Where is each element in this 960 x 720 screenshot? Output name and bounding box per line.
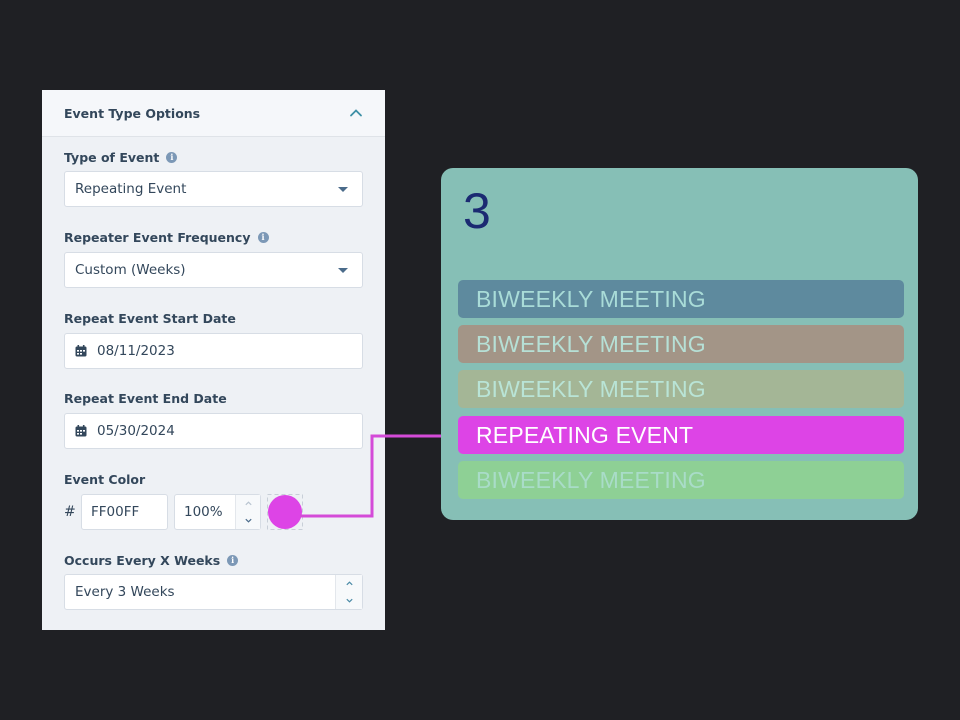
calendar-event[interactable]: BIWEEKLY MEETING xyxy=(458,325,904,363)
day-number: 3 xyxy=(463,183,491,239)
event-color-label: Event Color xyxy=(64,472,146,487)
type-of-event-select[interactable]: Repeating Event xyxy=(64,171,363,207)
weeks-stepper[interactable] xyxy=(335,575,362,609)
end-date-input[interactable]: 05/30/2024 xyxy=(64,413,363,449)
info-icon[interactable]: i xyxy=(227,555,239,566)
caret-down-icon xyxy=(338,267,348,273)
start-date-input[interactable]: 08/11/2023 xyxy=(64,333,363,369)
hash-prefix: # xyxy=(64,504,76,520)
calendar-icon xyxy=(75,425,87,437)
panel-header[interactable]: Event Type Options xyxy=(42,90,385,137)
selected-color-dot[interactable] xyxy=(268,495,302,529)
color-swatch[interactable] xyxy=(267,494,303,530)
calendar-event[interactable]: BIWEEKLY MEETING xyxy=(458,370,904,408)
event-type-options-panel: Event Type Options Type of Event i Repea… xyxy=(42,90,385,630)
opacity-input[interactable]: 100% xyxy=(174,494,261,530)
occurs-every-input[interactable]: Every 3 Weeks xyxy=(64,574,363,610)
calendar-event[interactable]: REPEATING EVENT xyxy=(458,416,904,454)
info-icon[interactable]: i xyxy=(166,152,178,163)
hex-color-input[interactable]: FF00FF xyxy=(81,494,168,530)
info-icon[interactable]: i xyxy=(257,232,269,243)
chevron-up-icon[interactable] xyxy=(349,106,363,120)
start-date-label: Repeat Event Start Date xyxy=(64,311,236,326)
calendar-icon xyxy=(75,345,87,357)
occurs-every-label: Occurs Every X Weeks i xyxy=(64,553,239,568)
frequency-label: Repeater Event Frequency i xyxy=(64,230,269,245)
chevron-up-icon[interactable] xyxy=(345,579,354,588)
chevron-up-icon[interactable] xyxy=(244,499,253,508)
calendar-day-card: 3 BIWEEKLY MEETING BIWEEKLY MEETING BIWEEK… xyxy=(441,168,918,520)
frequency-select[interactable]: Custom (Weeks) xyxy=(64,252,363,288)
caret-down-icon xyxy=(338,186,348,192)
type-of-event-label: Type of Event i xyxy=(64,150,178,165)
chevron-down-icon[interactable] xyxy=(244,516,253,525)
chevron-down-icon[interactable] xyxy=(345,596,354,605)
end-date-label: Repeat Event End Date xyxy=(64,391,227,406)
calendar-event[interactable]: BIWEEKLY MEETING xyxy=(458,280,904,318)
calendar-event[interactable]: BIWEEKLY MEETING xyxy=(458,461,904,499)
panel-title: Event Type Options xyxy=(64,105,201,121)
opacity-stepper[interactable] xyxy=(235,495,260,529)
